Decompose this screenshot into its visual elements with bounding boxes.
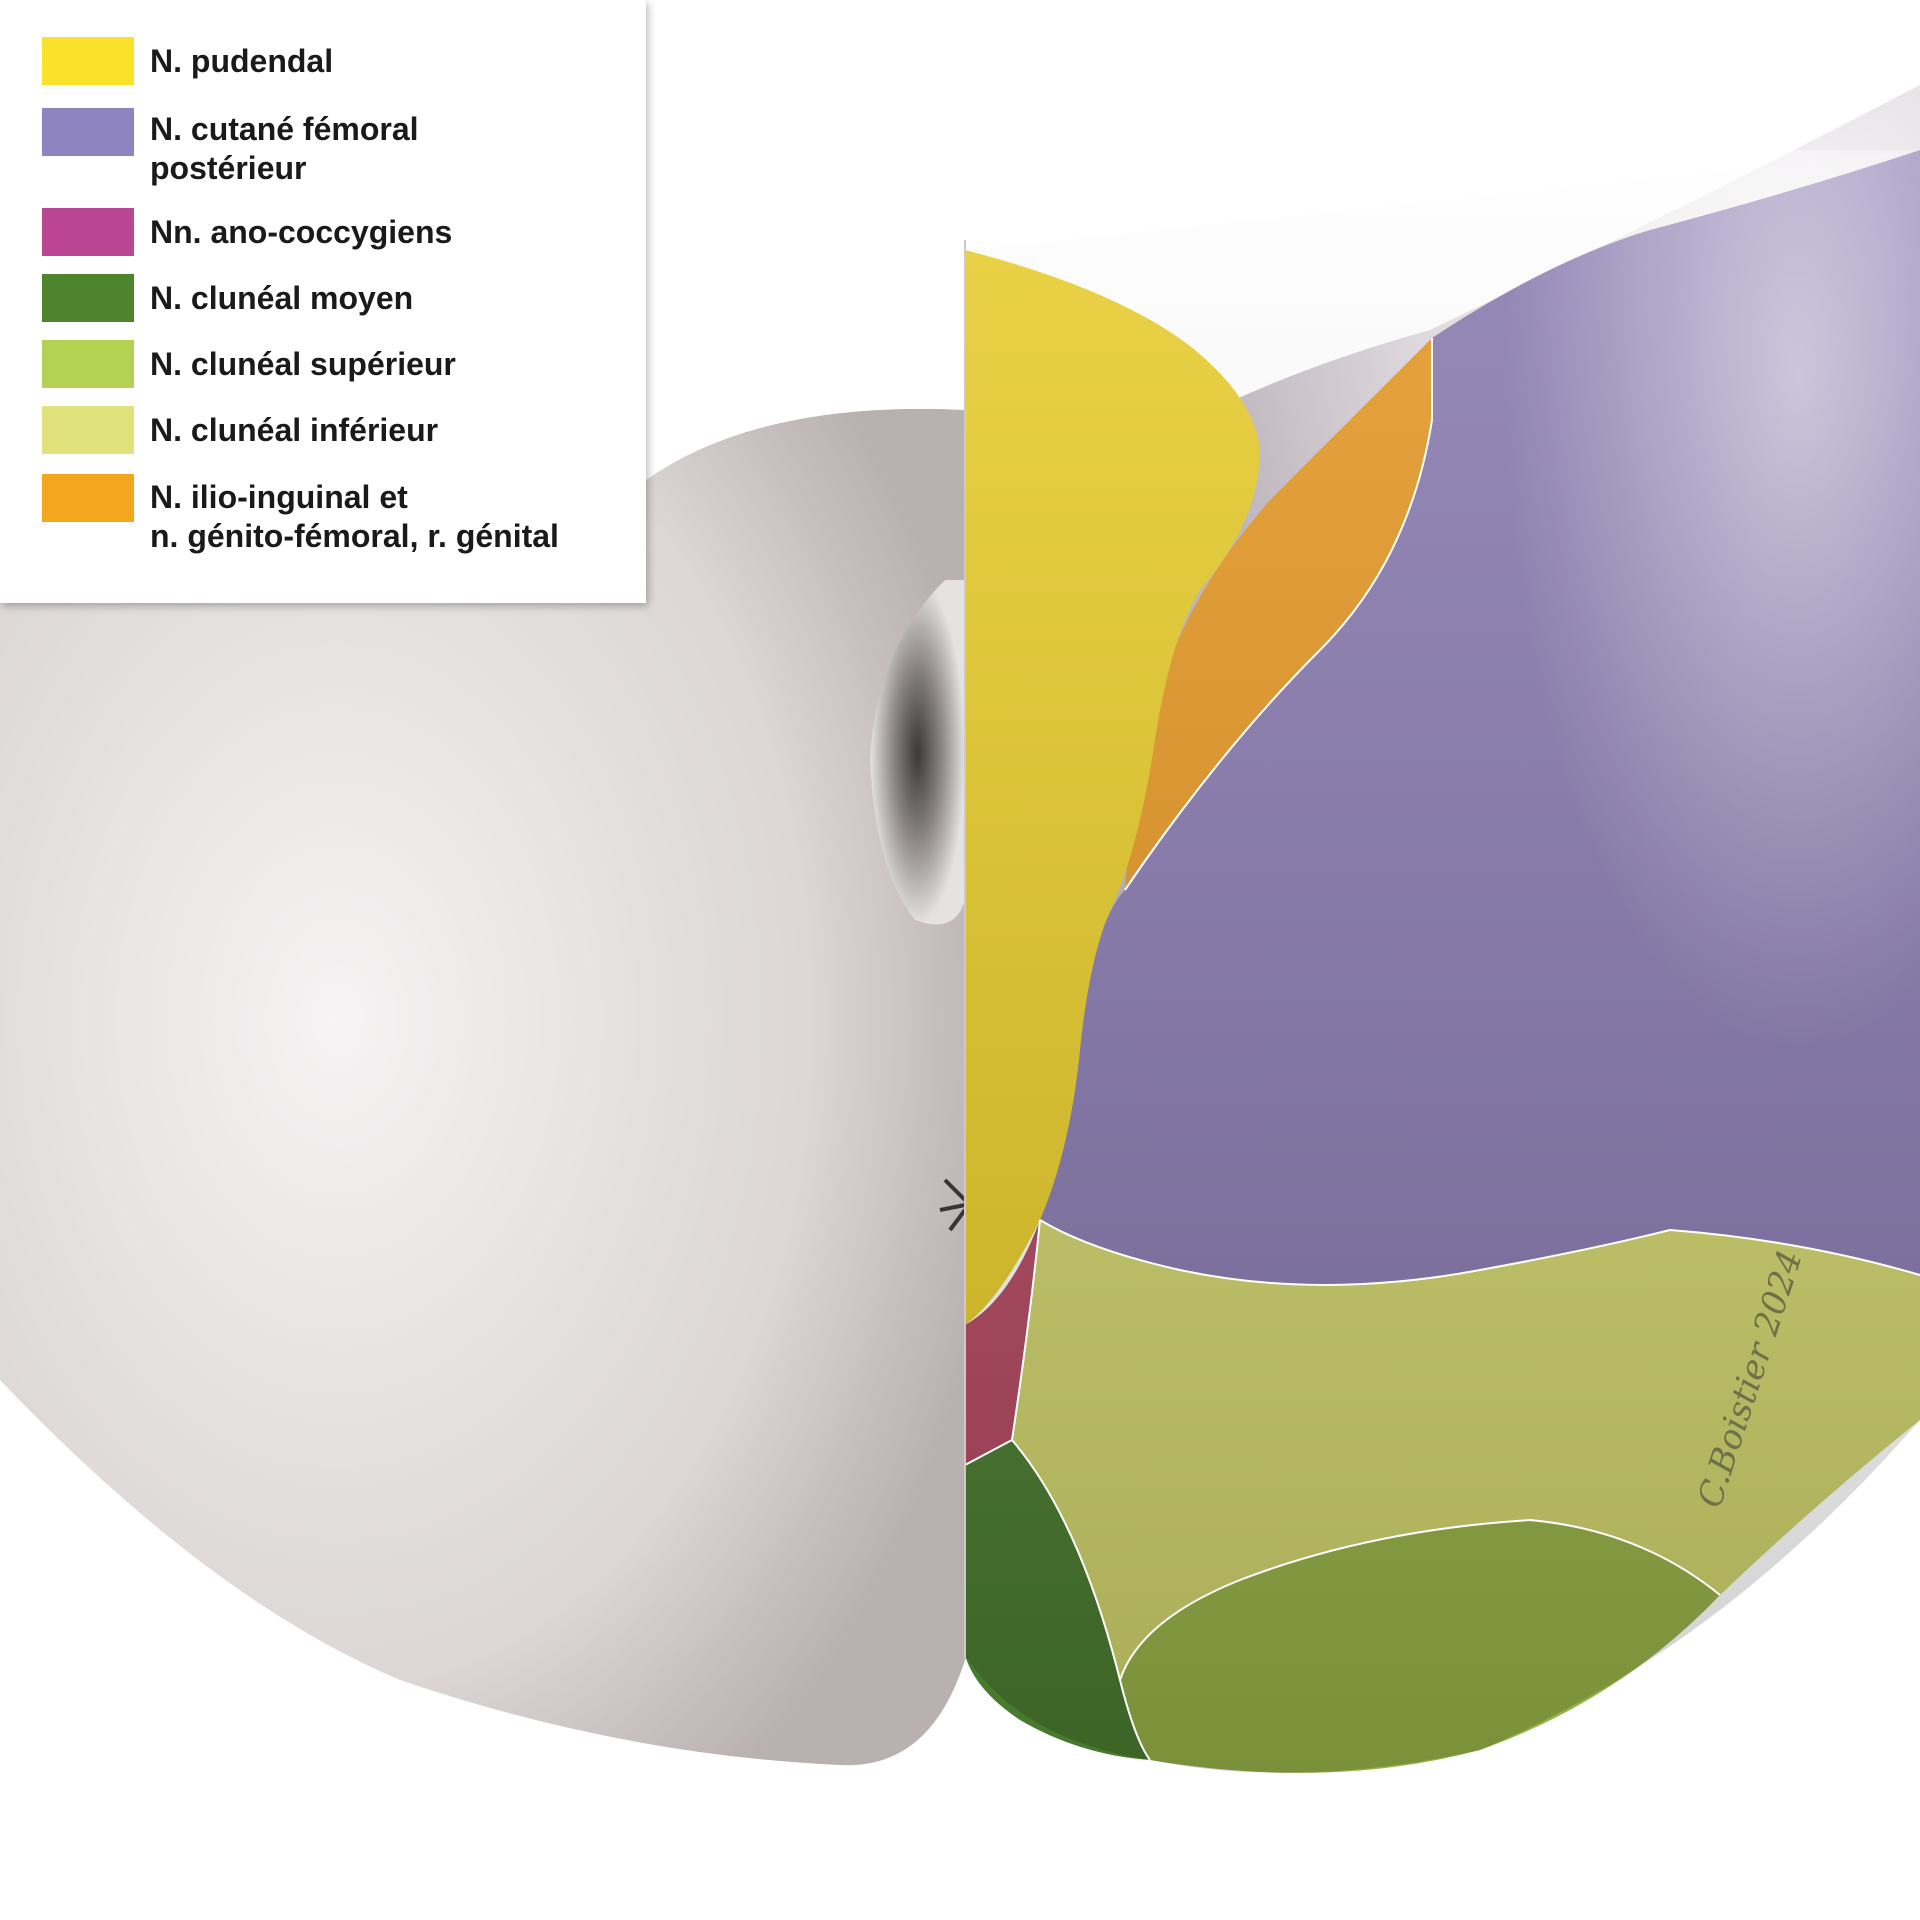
legend-swatch bbox=[42, 274, 134, 322]
legend-swatch bbox=[42, 406, 134, 454]
legend-label: N. pudendal bbox=[150, 42, 333, 81]
legend-label: N. clunéal inférieur bbox=[150, 411, 438, 450]
legend-label-line: N. cutané fémoral bbox=[150, 111, 419, 147]
legend-swatch bbox=[42, 37, 134, 85]
anus-detail bbox=[939, 1178, 967, 1232]
legend-label: N. cutané fémoral postérieur bbox=[150, 110, 419, 188]
legend-swatch bbox=[42, 108, 134, 156]
vulva-detail bbox=[870, 580, 965, 925]
color-shading bbox=[965, 150, 1920, 1773]
legend-label: N. clunéal moyen bbox=[150, 279, 413, 318]
legend-swatch bbox=[42, 474, 134, 522]
legend-label: Nn. ano-coccygiens bbox=[150, 213, 452, 252]
legend-swatch bbox=[42, 208, 134, 256]
legend: N. pudendal N. cutané fémoral postérieur… bbox=[0, 0, 646, 603]
legend-label-line: n. génito-fémoral, r. génital bbox=[150, 518, 559, 554]
legend-label-line: N. clunéal supérieur bbox=[150, 346, 456, 382]
legend-label-line: Nn. ano-coccygiens bbox=[150, 214, 453, 250]
region-boundaries bbox=[964, 338, 1920, 1761]
legend-label: N. ilio-inguinal et n. génito-fémoral, r… bbox=[150, 478, 559, 556]
legend-label-line: N. clunéal inférieur bbox=[150, 412, 439, 448]
legend-label-line: postérieur bbox=[150, 150, 307, 186]
legend-label-line: N. ilio-inguinal et bbox=[150, 479, 408, 515]
legend-label-line: N. pudendal bbox=[150, 43, 334, 79]
legend-label: N. clunéal supérieur bbox=[150, 345, 456, 384]
legend-swatch bbox=[42, 340, 134, 388]
left-skin bbox=[0, 408, 965, 1766]
legend-label-line: N. clunéal moyen bbox=[150, 280, 414, 316]
